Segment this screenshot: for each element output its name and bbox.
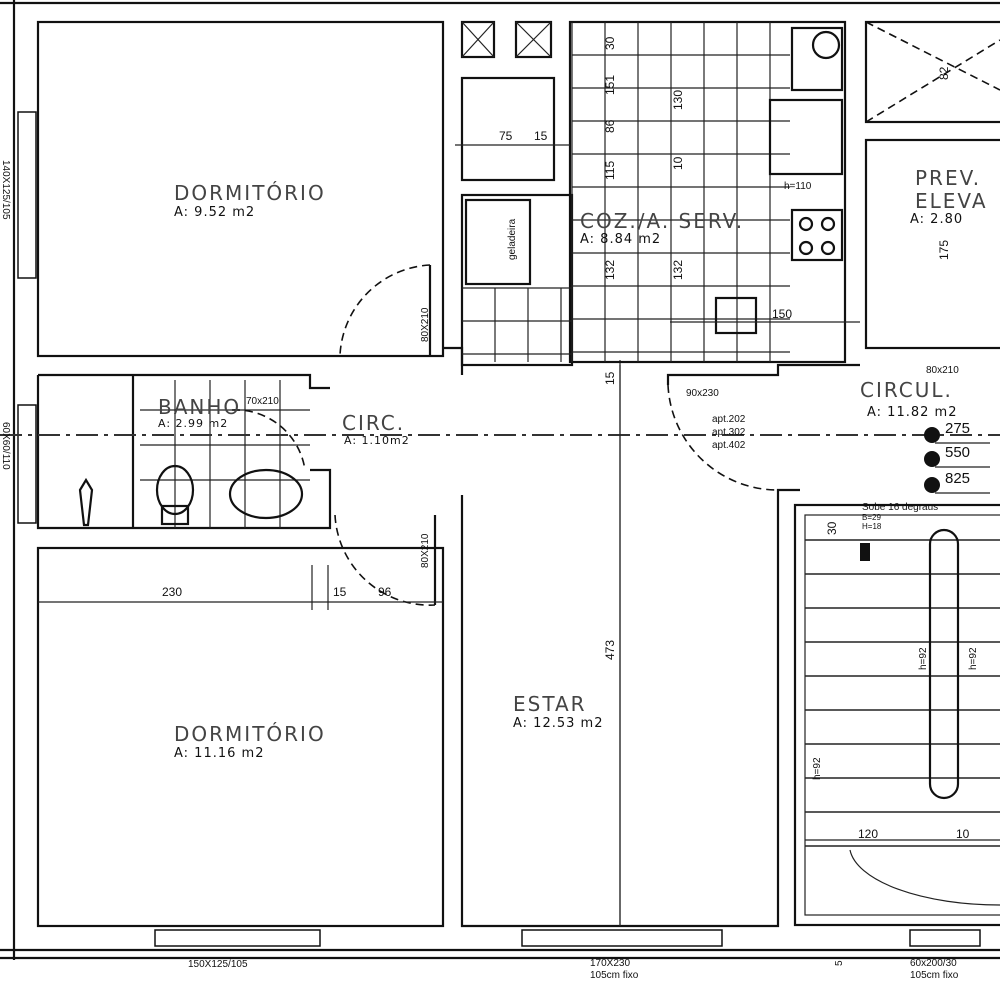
dimension: h=92 bbox=[968, 647, 979, 670]
shower-icon bbox=[78, 477, 94, 527]
room-area-banho: A: 2.99 m2 bbox=[158, 417, 228, 430]
stair-handrail bbox=[928, 528, 960, 800]
dimension: 15 bbox=[534, 129, 548, 143]
room-area-estar: A: 12.53 m2 bbox=[513, 716, 603, 731]
dimension: 175 bbox=[937, 240, 951, 260]
window-label: 140X125/105 bbox=[0, 160, 11, 220]
apt-label: apt.302 bbox=[712, 427, 746, 438]
room-name-circul: CIRCUL. bbox=[860, 378, 953, 402]
level-label: 550 bbox=[945, 444, 970, 461]
dimension: 130 bbox=[671, 90, 685, 110]
dimension: h=110 bbox=[784, 181, 812, 192]
fridge bbox=[464, 198, 532, 286]
room-area-circul: A: 11.82 m2 bbox=[867, 405, 957, 420]
room-name-circ: CIRC. bbox=[342, 411, 405, 435]
door-label: 80x210 bbox=[926, 365, 959, 376]
room-name-dorm1: DORMITÓRIO bbox=[174, 181, 326, 205]
room-dormitorio-2 bbox=[36, 546, 445, 928]
window-label: 170X230 bbox=[590, 958, 630, 969]
dimension: 10 bbox=[956, 827, 970, 841]
dimension: 5 bbox=[834, 960, 845, 966]
apt-label: apt.202 bbox=[712, 414, 746, 425]
room-name-prev: PREV. bbox=[915, 166, 981, 190]
tank-icon bbox=[790, 26, 844, 92]
shaft-elevator bbox=[864, 20, 1000, 124]
shaft-icon bbox=[514, 20, 553, 59]
window-label: 150X125/105 bbox=[188, 959, 248, 970]
window-bottom-1 bbox=[154, 929, 321, 947]
level-label: 275 bbox=[945, 420, 970, 437]
window-left-1 bbox=[17, 111, 37, 279]
door-swing-dorm2 bbox=[334, 514, 436, 606]
door-swing-dorm1 bbox=[339, 264, 431, 356]
room-estar bbox=[460, 488, 800, 928]
apt-label: apt.402 bbox=[712, 440, 746, 451]
dimension: 150 bbox=[772, 307, 792, 321]
room-area-dorm2: A: 11.16 m2 bbox=[174, 746, 264, 761]
room-dormitorio-1 bbox=[36, 20, 445, 358]
dimension: 10 bbox=[671, 156, 685, 170]
sink-kitchen bbox=[768, 98, 844, 176]
toilet-icon bbox=[155, 464, 195, 516]
room-area-circ: A: 1.10m2 bbox=[344, 434, 410, 447]
stair-arrow bbox=[860, 543, 870, 561]
room-name-elev: ELEVA bbox=[915, 189, 988, 213]
stair-h: H=18 bbox=[862, 522, 882, 531]
door-label: 70x210 bbox=[246, 396, 279, 407]
level-label: 825 bbox=[945, 470, 970, 487]
staircase bbox=[793, 503, 1000, 927]
sink-icon bbox=[228, 468, 304, 520]
window-left-2 bbox=[17, 404, 37, 524]
dimension: 132 bbox=[603, 260, 617, 280]
dimension: 86 bbox=[603, 119, 617, 133]
window-bottom-3 bbox=[909, 929, 981, 947]
door-label: 80X210 bbox=[420, 533, 431, 568]
stair-label: Sobe 16 degraus bbox=[862, 502, 938, 513]
dimension: h=92 bbox=[918, 647, 929, 670]
level-markers bbox=[924, 427, 990, 494]
door-label: 80X210 bbox=[420, 307, 431, 342]
stove-icon bbox=[790, 208, 844, 262]
room-name-estar: ESTAR bbox=[513, 692, 587, 716]
room-cozinha bbox=[568, 20, 847, 364]
dimension: 115 bbox=[603, 161, 617, 180]
window-label: 60X60/110 bbox=[0, 422, 11, 470]
dimension: 30 bbox=[825, 521, 839, 535]
bath-tiles bbox=[140, 380, 310, 528]
window-label: 105cm fixo bbox=[910, 970, 959, 981]
stair-b: B=29 bbox=[862, 513, 881, 522]
room-name-cozinha: COZ./A. SERV. bbox=[580, 209, 744, 233]
dimension: 120 bbox=[858, 827, 878, 841]
dimension: 473 bbox=[603, 640, 617, 660]
dimension: h=92 bbox=[812, 757, 823, 780]
dimension: 96 bbox=[378, 585, 392, 599]
shaft-icon bbox=[460, 20, 496, 59]
stair-treads bbox=[805, 539, 1000, 847]
window-bottom-2 bbox=[521, 929, 723, 947]
room-area-dorm1: A: 9.52 m2 bbox=[174, 205, 255, 220]
dimension: 151 bbox=[603, 75, 617, 95]
dimension: 75 bbox=[499, 129, 513, 143]
dimension: 132 bbox=[671, 260, 685, 280]
room-banho bbox=[38, 373, 330, 390]
dimension: 230 bbox=[162, 585, 182, 599]
fridge-label: geladeira bbox=[507, 218, 518, 260]
dimension: 30 bbox=[603, 36, 617, 50]
door-label: 90x230 bbox=[686, 388, 719, 399]
dimension: 15 bbox=[333, 585, 347, 599]
room-area-cozinha: A: 8.84 m2 bbox=[580, 232, 661, 247]
door-swing-entry bbox=[667, 384, 779, 491]
room-area-prev: A: 2.80 bbox=[910, 212, 963, 227]
room-name-dorm2: DORMITÓRIO bbox=[174, 722, 326, 746]
room-name-banho: BANHO bbox=[158, 395, 241, 419]
window-label: 105cm fixo bbox=[590, 970, 639, 981]
kitchen-tiles bbox=[462, 22, 790, 362]
dimension: 15 bbox=[603, 371, 617, 385]
dimension: 82 bbox=[937, 66, 951, 80]
washing-machine bbox=[460, 76, 556, 182]
window-label: 60x200/30 bbox=[910, 958, 957, 969]
